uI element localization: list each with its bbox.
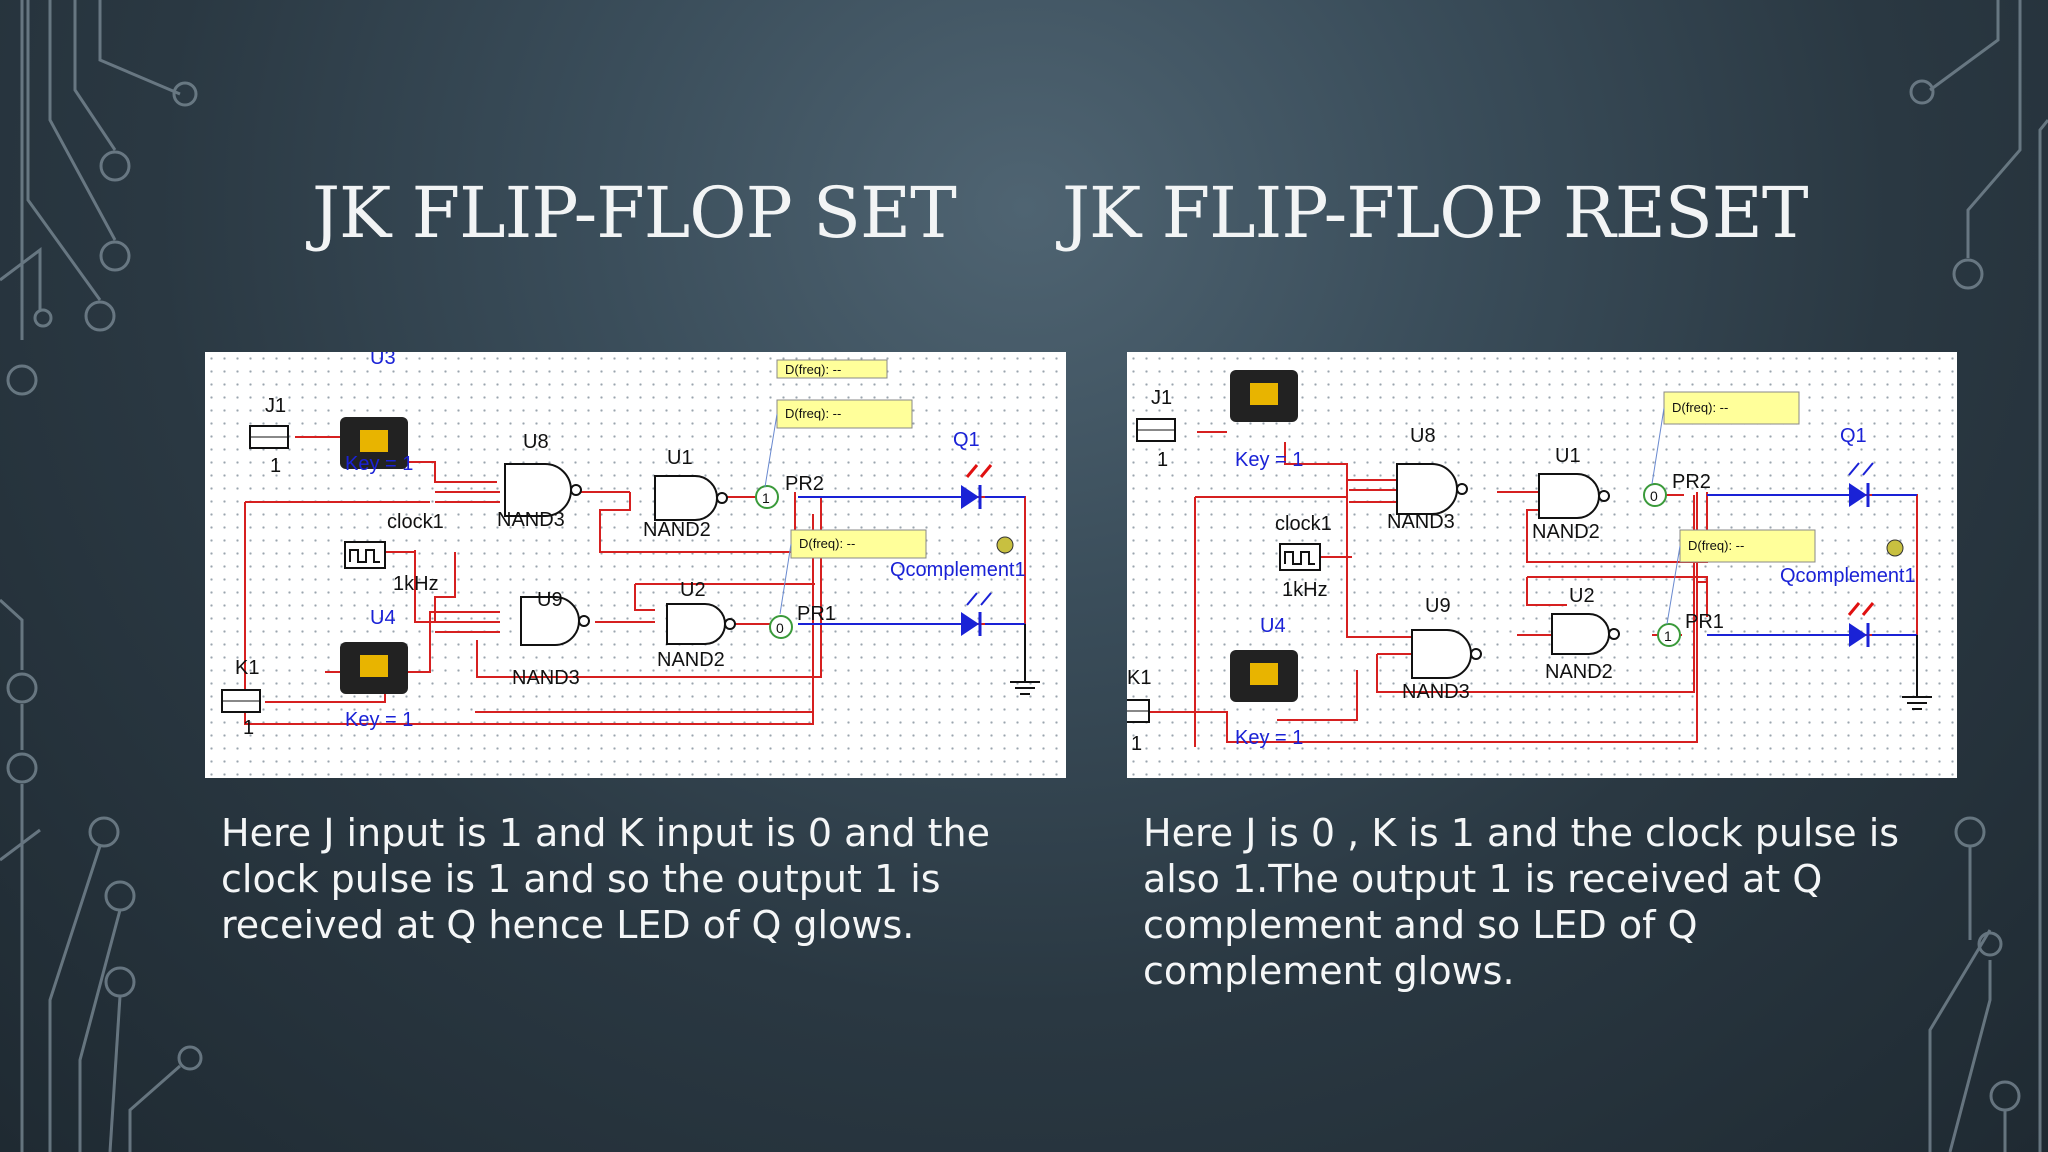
q1-led-icon — [961, 464, 993, 509]
probe-note-3: D(freq): -- — [799, 536, 855, 551]
qcomplement-led-icon — [1847, 602, 1875, 647]
pr1-label: PR1 — [1685, 611, 1724, 633]
q1-led-icon — [1848, 462, 1874, 507]
u8-nand3-gate-icon — [1396, 463, 1458, 515]
right-title: JK FLIP-FLOP RESET — [1062, 172, 1809, 254]
clock-source-icon — [344, 541, 386, 569]
clock-freq-label: 1kHz — [1282, 579, 1328, 601]
clock-label: clock1 — [387, 511, 444, 533]
clock-label: clock1 — [1275, 513, 1332, 535]
u3-label: U3 — [370, 352, 396, 369]
u1-type-label: NAND2 — [1532, 521, 1600, 543]
u2-label: U2 — [680, 579, 706, 601]
u1-label: U1 — [667, 447, 693, 469]
probe-pr2-icon — [1643, 483, 1667, 507]
j1-input-icon — [1136, 418, 1176, 442]
pr1-value: 0 — [776, 620, 784, 636]
pr2-label: PR2 — [1672, 471, 1711, 493]
pr2-value: 1 — [762, 490, 770, 506]
left-caption: Here J input is 1 and K input is 0 and t… — [221, 811, 991, 947]
u4-label: U4 — [1260, 615, 1286, 637]
u4-key-label: Key = 1 — [1235, 727, 1303, 749]
u3-switch-icon — [1230, 370, 1298, 422]
pr1-label: PR1 — [797, 603, 836, 625]
j1-value: 1 — [270, 455, 281, 477]
u4-switch-icon — [340, 642, 408, 694]
k1-input-icon — [221, 689, 261, 713]
pr2-label: PR2 — [785, 473, 824, 495]
j1-value: 1 — [1157, 449, 1168, 471]
u1-label: U1 — [1555, 445, 1581, 467]
pr2-value: 0 — [1650, 488, 1658, 504]
q1-label: Q1 — [1840, 425, 1867, 447]
u3-key-label: Key = 1 — [345, 453, 413, 475]
u2-nand2-gate-icon — [1551, 613, 1610, 655]
u4-key-label: Key = 1 — [345, 709, 413, 731]
k1-value: 1 — [1131, 733, 1142, 755]
probe-note-1: D(freq): -- — [1672, 400, 1728, 415]
pr1-value: 1 — [1664, 628, 1672, 644]
k1-label: K1 — [1127, 667, 1151, 689]
q1-label: Q1 — [953, 429, 980, 451]
u4-label: U4 — [370, 607, 396, 629]
j1-label: J1 — [265, 395, 286, 417]
k1-label: K1 — [235, 657, 259, 679]
probe-note-2: D(freq): -- — [785, 406, 841, 421]
jk-set-circuit-panel: U3 J1 1 Key = 1 U8 NAND3 U1 NAND2 PR2 1 … — [205, 352, 1066, 778]
probe-note-1: D(freq): -- — [785, 362, 841, 377]
probe-note-2: D(freq): -- — [1688, 538, 1744, 553]
u2-type-label: NAND2 — [657, 649, 725, 671]
u8-label: U8 — [523, 431, 549, 453]
probe-light-icon — [1886, 539, 1904, 557]
u2-nand2-gate-icon — [666, 603, 726, 645]
u8-type-label: NAND3 — [1387, 511, 1455, 533]
u9-label: U9 — [537, 589, 563, 611]
probe-pr1-icon — [769, 615, 793, 639]
qcomplement-led-icon — [961, 592, 992, 636]
u4-switch-icon — [1230, 650, 1298, 702]
k1-value: 1 — [243, 717, 254, 739]
u1-nand2-gate-icon — [1538, 473, 1600, 519]
u9-label: U9 — [1425, 595, 1451, 617]
j1-input-icon — [249, 425, 289, 449]
u2-label: U2 — [1569, 585, 1595, 607]
probe-light-icon — [996, 536, 1014, 554]
probe-pr2-icon — [755, 485, 779, 509]
u1-type-label: NAND2 — [643, 519, 711, 541]
jk-reset-circuit-panel: J1 1 Key = 1 U8 NAND3 U1 NAND2 PR2 0 Q1 … — [1127, 352, 1957, 778]
qcomplement-label: Qcomplement1 — [890, 559, 1026, 581]
u9-nand3-gate-icon — [1411, 629, 1472, 679]
u1-nand2-gate-icon — [654, 475, 718, 521]
u3-switch-icon — [340, 417, 408, 469]
j1-label: J1 — [1151, 387, 1172, 409]
left-title: JK FLIP-FLOP SET — [312, 172, 957, 254]
u8-type-label: NAND3 — [497, 509, 565, 531]
ground-icon — [1010, 624, 1040, 695]
qcomplement-label: Qcomplement1 — [1780, 565, 1916, 587]
probe-pr1-icon — [1657, 623, 1681, 647]
u2-type-label: NAND2 — [1545, 661, 1613, 683]
u9-type-label: NAND3 — [512, 667, 580, 689]
right-caption: Here J is 0 , K is 1 and the clock pulse… — [1143, 811, 1900, 993]
u3-key-label: Key = 1 — [1235, 449, 1303, 471]
ground-icon — [1902, 635, 1932, 710]
clock-source-icon — [1279, 543, 1321, 571]
u9-type-label: NAND3 — [1402, 681, 1470, 703]
k1-input-icon — [1127, 699, 1150, 723]
u8-label: U8 — [1410, 425, 1436, 447]
clock-freq-label: 1kHz — [393, 573, 439, 595]
